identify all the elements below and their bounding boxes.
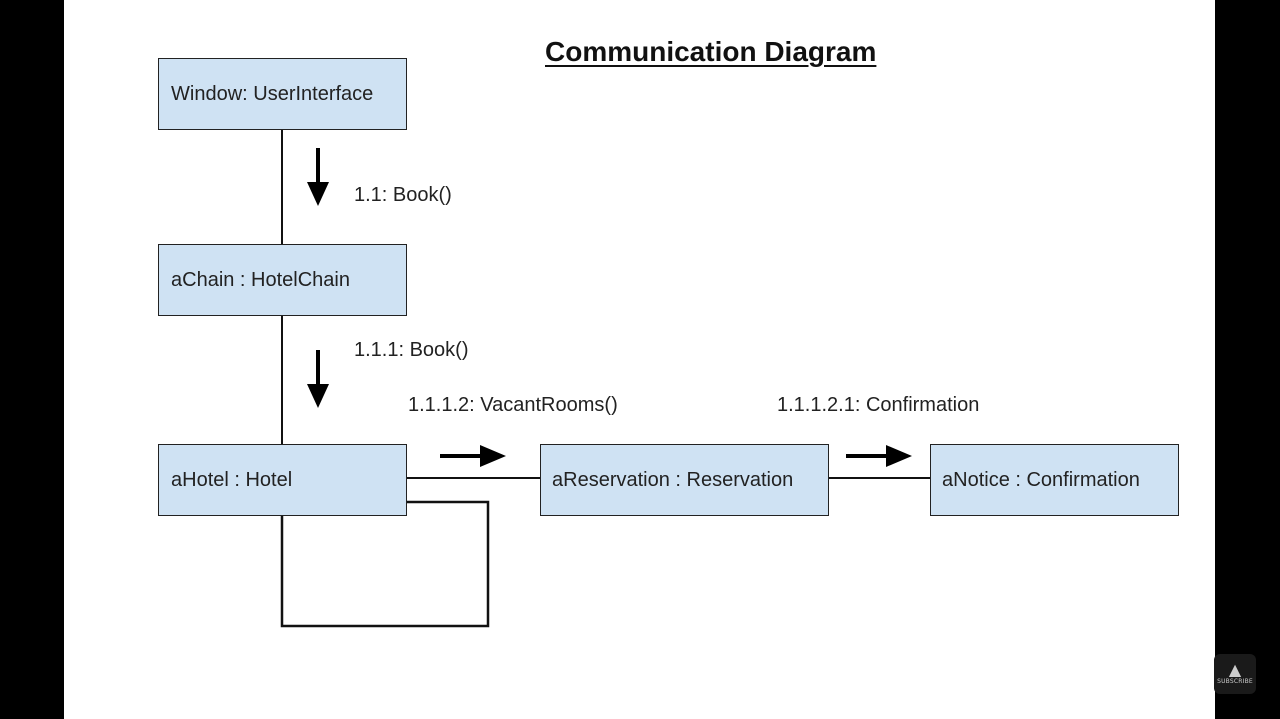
message-label: 1.1.1.2: VacantRooms() xyxy=(408,394,618,416)
diagram-title: Communication Diagram xyxy=(545,36,877,67)
object-label: aReservation : Reservation xyxy=(552,468,794,491)
message-label: 1.1.1.2.1: Confirmation xyxy=(777,394,980,416)
subscribe-button[interactable]: ▲ SUBSCRIBE xyxy=(1214,654,1256,694)
link-hotel-self xyxy=(280,500,490,628)
object-areservation-reservation: aReservation : Reservation xyxy=(540,444,829,516)
object-achain-hotelchain: aChain : HotelChain xyxy=(158,244,407,316)
object-window-userinterface: Window: UserInterface xyxy=(158,58,407,130)
flame-icon: ▲ xyxy=(1228,660,1242,679)
object-ahotel-hotel: aHotel : Hotel xyxy=(158,444,407,516)
object-label: aChain : HotelChain xyxy=(171,268,350,291)
object-label: aHotel : Hotel xyxy=(171,468,293,491)
object-label: aNotice : Confirmation xyxy=(942,468,1140,491)
object-label: Window: UserInterface xyxy=(171,82,374,105)
message-label: 1.1.1: Book() xyxy=(354,339,469,361)
arrow-right-icon xyxy=(846,445,912,467)
message-label: 1.1: Book() xyxy=(354,184,452,206)
arrow-down-icon xyxy=(307,148,329,206)
subscribe-label: SUBSCRIBE xyxy=(1217,678,1253,685)
arrow-down-icon xyxy=(307,350,329,408)
arrow-right-icon xyxy=(440,445,506,467)
object-anotice-confirmation: aNotice : Confirmation xyxy=(930,444,1179,516)
